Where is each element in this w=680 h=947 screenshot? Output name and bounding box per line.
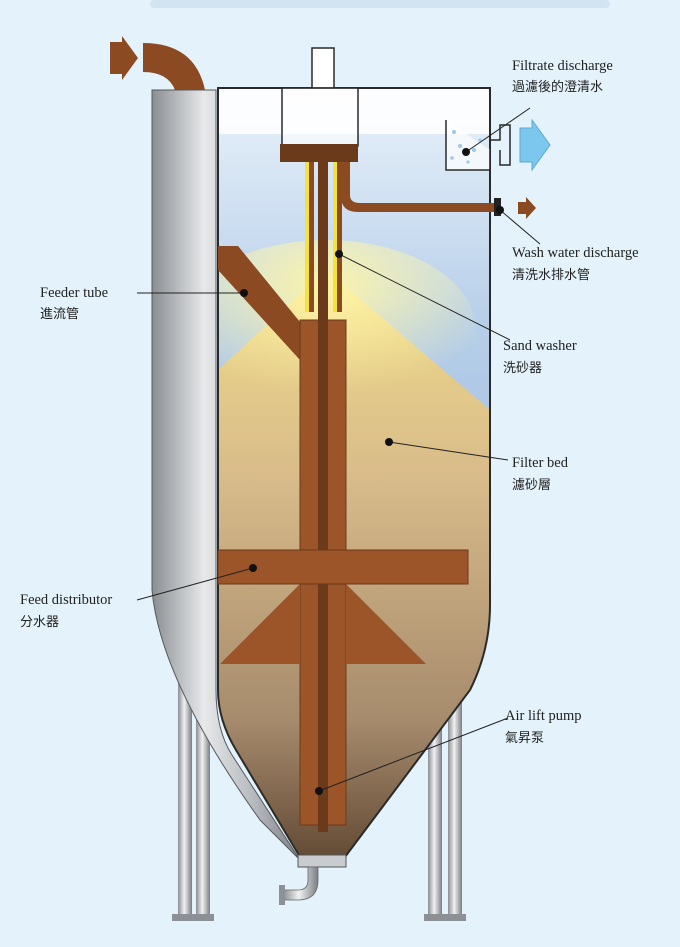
- air-lift-label-zh: 氣昇泵: [505, 731, 544, 746]
- filter-bed-marker: [385, 438, 393, 446]
- filtrate-marker: [462, 148, 470, 156]
- filtrate-arrow-icon: [519, 118, 551, 172]
- air-lift-label: Air lift pump: [505, 708, 582, 724]
- feed-distributor-label-zh: 分水器: [20, 615, 59, 630]
- wash-water-label: Wash water discharge: [512, 245, 639, 261]
- sand-washer-label: Sand washer: [503, 338, 577, 354]
- feeder-tube-label: Feeder tube: [40, 285, 108, 301]
- feed-distributor-marker: [249, 564, 257, 572]
- wash-water-label-zh: 清洗水排水管: [512, 268, 590, 283]
- distributor-cone-right: [346, 584, 426, 664]
- feeder-chute: [218, 246, 300, 360]
- filter-bed-label-zh: 濾砂層: [512, 478, 551, 493]
- filter-bed-label: Filter bed: [512, 455, 569, 471]
- filtrate-weir: [445, 120, 491, 171]
- top-shadow: [150, 0, 610, 8]
- bottom-outlet-pipe: [282, 866, 319, 901]
- feed-distributor-arms: [217, 549, 469, 585]
- filtrate-label-zh: 過濾後的澄清水: [512, 79, 603, 95]
- filtrate-label: Filtrate discharge: [512, 58, 613, 74]
- washer-head: [280, 144, 358, 162]
- vessel-outline: [217, 87, 491, 858]
- feeder-tube-marker: [240, 289, 248, 297]
- air-lift-pipe: [318, 162, 328, 832]
- sand-washer-marker: [335, 250, 343, 258]
- sand-washer-box: [281, 87, 359, 147]
- inlet-pipe: [143, 43, 205, 90]
- wash-water-pipe: [341, 162, 495, 212]
- feeder-tube-label-zh: 進流管: [40, 307, 79, 322]
- air-lift-marker: [315, 787, 323, 795]
- sand-washer-label-zh: 洗砂器: [503, 361, 542, 376]
- inlet-arrow-icon: [110, 36, 138, 80]
- wash-water-marker: [496, 206, 504, 214]
- wash-water-arrow-icon: [518, 197, 536, 219]
- filtrate-droplets: [450, 130, 482, 164]
- feeder-tube: [151, 89, 301, 861]
- callouts: [136, 107, 541, 795]
- bottom-flange: [297, 854, 347, 868]
- feed-distributor-label: Feed distributor: [20, 592, 112, 608]
- distributor-cone-left: [220, 584, 300, 664]
- support-legs: [172, 650, 466, 921]
